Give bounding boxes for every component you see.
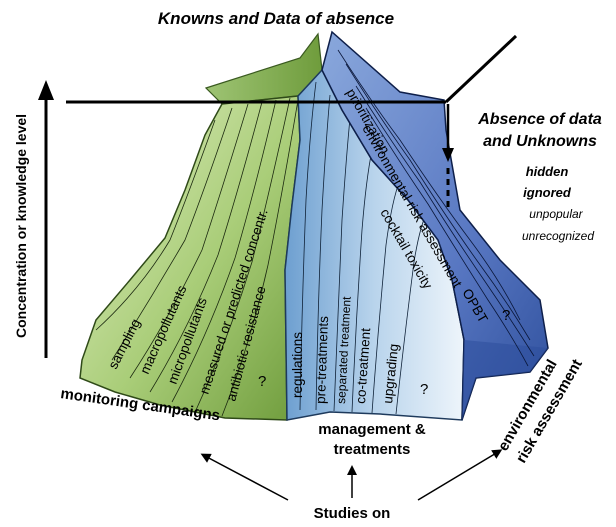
down-arrow-head	[442, 148, 454, 162]
diagram-title: Knowns and Data of absence	[158, 9, 394, 28]
monitoring-item-unknown: ?	[258, 373, 266, 390]
absence-level-unrecognized: unrecognized	[522, 229, 594, 243]
management-item-cotreatment: co-treatment	[353, 327, 373, 404]
management-item-separated: separated treatment	[334, 296, 354, 405]
absence-level-hidden: hidden	[526, 164, 569, 179]
y-axis-label: Concentration or knowledge level	[13, 114, 29, 338]
absence-level-ignored: ignored	[523, 185, 572, 200]
arrow-to-risk	[417, 449, 503, 501]
management-item-regulations: regulations	[290, 332, 305, 398]
waterline-diagonal	[444, 34, 518, 104]
risk-face-lines	[337, 49, 535, 367]
absence-heading-line2: and Unknowns	[483, 133, 597, 150]
management-face-name-line1: management &	[318, 421, 426, 438]
management-item-upgrading: upgrading	[380, 343, 401, 404]
management-item-pretreatments: pre-treatments	[313, 316, 331, 405]
management-face-lines	[299, 81, 429, 415]
y-axis-arrowhead	[38, 80, 54, 100]
monitoring-face-lines	[95, 97, 299, 417]
arrow-to-monitoring	[200, 453, 289, 501]
absence-heading-line1: Absence of data	[477, 111, 602, 128]
management-items: regulations pre-treatments separated tre…	[290, 296, 428, 405]
risk-item-unknown: ?	[502, 307, 510, 324]
studies-on-label: Studies on	[314, 505, 391, 522]
monitoring-face	[79, 95, 301, 421]
management-item-unknown: ?	[420, 381, 428, 398]
absence-level-unpopular: unpopular	[529, 207, 583, 221]
risk-face-shadow	[462, 340, 548, 420]
management-face-name-line2: treatments	[334, 441, 411, 458]
